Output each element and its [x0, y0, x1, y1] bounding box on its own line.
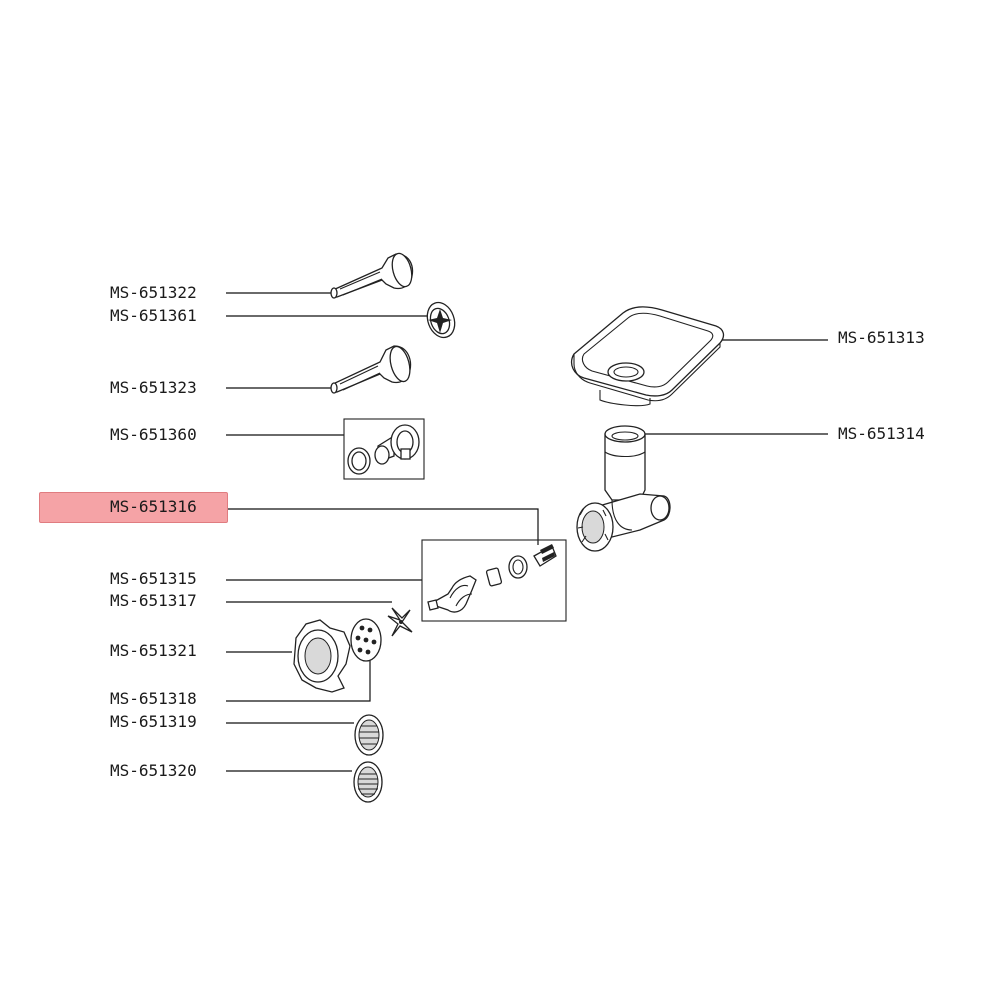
- part-label-ms-651322[interactable]: MS-651322: [110, 283, 197, 302]
- part-label-ms-651314[interactable]: MS-651314: [838, 424, 925, 443]
- leader-ms-651316: [226, 508, 539, 545]
- leader-lines: [226, 292, 828, 772]
- part-label-ms-651313[interactable]: MS-651313: [838, 328, 925, 347]
- part-sausage-nozzle-short: [330, 252, 414, 299]
- part-mincing-plate-medium: [354, 714, 384, 756]
- part-label-ms-651321[interactable]: MS-651321: [110, 641, 197, 660]
- part-label-ms-651318[interactable]: MS-651318: [110, 689, 197, 708]
- part-mincer-body: [576, 425, 671, 552]
- leader-ms-651318: [226, 660, 371, 702]
- part-label-ms-651315[interactable]: MS-651315: [110, 569, 197, 588]
- part-label-ms-651320[interactable]: MS-651320: [110, 761, 197, 780]
- selected-part-highlight: [39, 492, 228, 523]
- part-food-tray: [570, 306, 725, 407]
- part-worm-assembly: [421, 539, 567, 622]
- part-label-ms-651317[interactable]: MS-651317: [110, 591, 197, 610]
- part-mincing-plate-coarse: [350, 618, 382, 662]
- part-star-disc: [426, 301, 456, 339]
- part-sausage-nozzle-long: [330, 345, 412, 394]
- part-label-ms-651323[interactable]: MS-651323: [110, 378, 197, 397]
- part-kebbe-attachment: [343, 418, 425, 480]
- part-ring-nut: [293, 619, 351, 693]
- part-label-ms-651360[interactable]: MS-651360: [110, 425, 197, 444]
- part-cutting-blade: [387, 607, 413, 637]
- part-label-ms-651316[interactable]: MS-651316: [110, 497, 197, 516]
- part-label-ms-651361[interactable]: MS-651361: [110, 306, 197, 325]
- part-mincing-plate-fine: [353, 761, 383, 803]
- part-label-ms-651319[interactable]: MS-651319: [110, 712, 197, 731]
